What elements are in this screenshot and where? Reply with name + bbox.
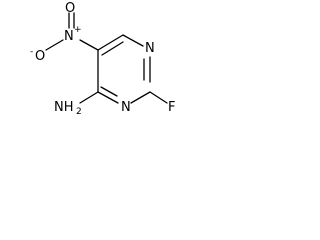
fluorine-atom: F — [168, 100, 175, 115]
substituent-bonds — [45, 12, 168, 104]
ring-nitrogen-3: N — [121, 100, 131, 115]
bond-n3-c4 — [97, 91, 119, 104]
bond-c5-nitro-n — [79, 39, 99, 51]
nitro-oxygen-top: O — [65, 1, 75, 16]
bond-c5-c6 — [97, 34, 124, 51]
bond-n3-c4-inner — [100, 86, 118, 97]
ring-nitrogen-1: N — [145, 41, 155, 56]
bond-c6-n1 — [122, 34, 144, 47]
nitro-oxygen-left: O — [35, 49, 45, 64]
bond-c5-c6-inner — [101, 41, 124, 56]
nitro-nitrogen: N — [64, 29, 74, 44]
ring-bonds — [97, 34, 151, 104]
bond-c2-n3 — [130, 91, 151, 104]
bond-c4-nh2 — [79, 91, 99, 104]
bond-nitro-n-o-left — [45, 39, 64, 51]
nitro-oxygen-charge: - — [30, 47, 33, 57]
pyrimidine-structure-diagram: N N F NH 2 N + O O - — [30, 1, 175, 117]
amine-group: NH — [54, 100, 74, 115]
nitro-nitrogen-charge: + — [74, 25, 82, 35]
bond-c2-f — [149, 91, 168, 104]
atom-labels: N N F NH 2 N + O O - — [30, 1, 175, 117]
amine-subscript: 2 — [76, 107, 82, 117]
